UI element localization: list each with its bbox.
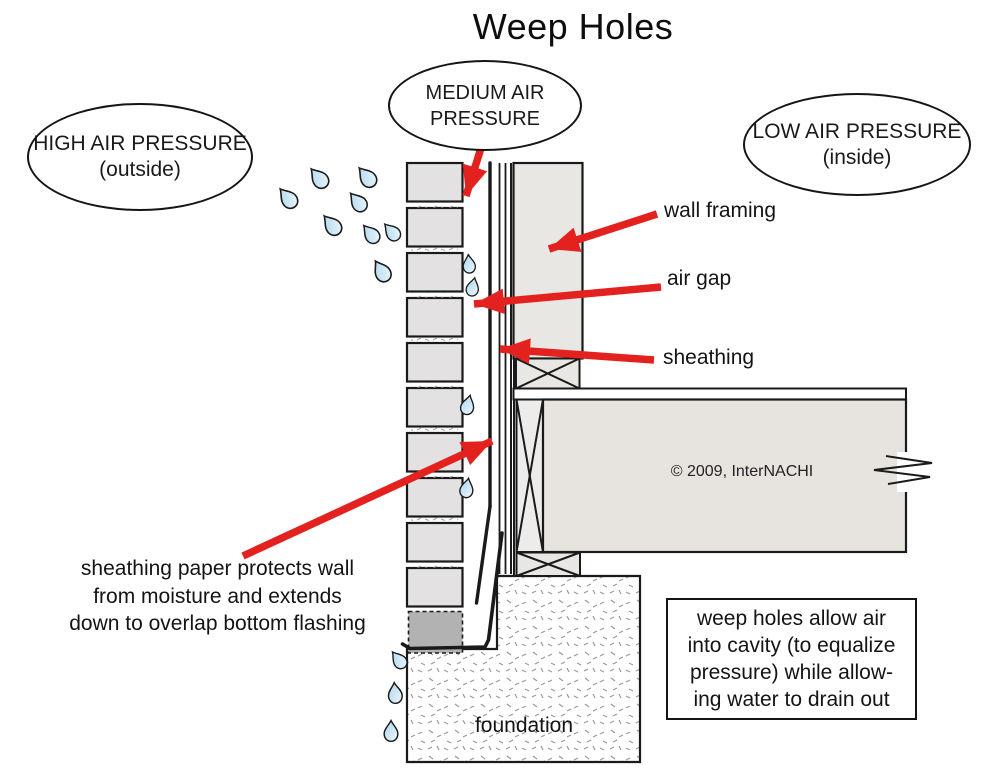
sheathing-paper-arrow: [241, 437, 494, 560]
sheathing-layers: [498, 163, 512, 574]
medium-pressure-arrow: [462, 146, 488, 198]
medium-pressure-line2: PRESSURE: [429, 107, 541, 130]
copyright-text: © 2009, InterNACHI: [670, 463, 814, 480]
water-drop-icon: [383, 719, 399, 743]
mortar-joints: [411, 202, 458, 568]
foundation-block: [405, 574, 642, 764]
subfloor-band: [512, 387, 907, 401]
foundation-label: foundation: [474, 714, 574, 737]
wall-framing-label: wall framing: [664, 199, 777, 222]
brick-veneer-wall: [405, 161, 464, 608]
high-pressure-line1: HIGH AIR PRESSURE: [33, 132, 247, 155]
low-pressure-callout: LOW AIR PRESSURE (inside): [743, 93, 971, 196]
air-gap-label: air gap: [667, 267, 732, 290]
sheathing-paper-note-line1: sheathing paper protects wall: [80, 557, 355, 580]
rim-joist: [515, 398, 544, 553]
water-drop-icon: [344, 187, 371, 216]
high-pressure-line2: (outside): [99, 158, 181, 181]
water-drop-icon: [304, 163, 333, 193]
low-pressure-line2: (inside): [822, 145, 892, 169]
weep-holes-note-line2: into cavity (to equalize: [687, 634, 896, 657]
sheathing-arrow: [499, 338, 655, 364]
water-drop-icon: [386, 681, 404, 705]
weep-holes-note-line3: pressure) while allow-: [689, 661, 894, 684]
wall-framing-column: [512, 161, 584, 576]
water-drop-icon: [317, 210, 346, 240]
weep-holes-note-box: weep holes allow air into cavity (to equ…: [666, 598, 917, 720]
low-pressure-line1: LOW AIR PRESSURE: [752, 119, 962, 143]
air-gap-arrow: [473, 283, 662, 314]
medium-pressure-callout: MEDIUM AIR PRESSURE: [388, 60, 582, 151]
water-drop-icon: [368, 256, 395, 286]
sheathing-paper-note-line2: from moisture and extends: [93, 584, 342, 608]
water-drop-icon: [273, 183, 302, 213]
weep-holes-note-line1: weep holes allow air: [696, 607, 887, 630]
water-drop-icon: [357, 220, 384, 248]
flashing-line: [400, 531, 504, 651]
water-drop-icon: [464, 275, 482, 298]
bottom-plate: [515, 357, 581, 390]
floor-structure: [541, 398, 933, 554]
sheathing-paper-note-line3: down to overlap bottom flashing: [69, 612, 366, 635]
sill-plate: [515, 551, 581, 577]
sheathing-label: sheathing: [663, 346, 755, 369]
water-drop-icon: [461, 253, 477, 275]
break-symbol: [873, 452, 933, 492]
weep-holes-note-line4: ing water to drain out: [693, 688, 890, 711]
water-drop-icon: [379, 218, 405, 245]
medium-pressure-line1: MEDIUM AIR: [425, 81, 545, 104]
pointer-arrows: [241, 146, 662, 560]
diagram-title: Weep Holes: [472, 6, 674, 47]
sheathing-paper-line: [474, 161, 492, 605]
water-drop-icon: [352, 162, 381, 192]
sheathing-paper-note: sheathing paper protects wall from moist…: [30, 555, 405, 638]
high-pressure-callout: HIGH AIR PRESSURE (outside): [27, 103, 253, 211]
wall-framing-arrow: [547, 210, 659, 253]
